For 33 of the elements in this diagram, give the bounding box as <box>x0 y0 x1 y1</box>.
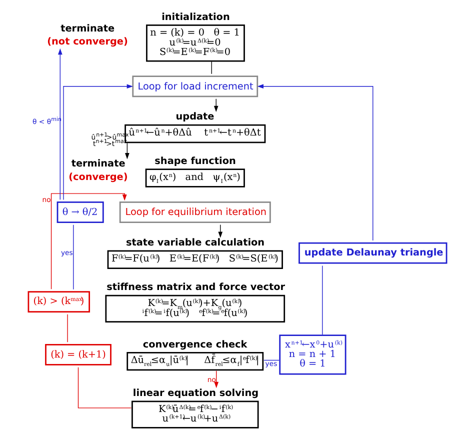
connector <box>72 224 74 290</box>
connector <box>210 61 212 74</box>
node-box: Loop for load increment <box>132 76 258 98</box>
node-label: shape function <box>154 156 236 167</box>
arrow <box>50 193 126 290</box>
node-box: x$^{n+1}$←x$^{0}$+u$^{(k)}$ n = n + 1 θ = 1 <box>278 334 346 375</box>
node-box: F$^{(k)}$=F(u$^{(k)}$) E$^{(k)}$=E(F$^{(k)}$) S$^{(k)}$=S(E$^{(k)}$) <box>106 250 282 269</box>
node-label: convergence check <box>142 339 247 350</box>
node-box: n = (k) = 0 θ = 1 u$^{(k)}$=u$^{Δ(k)}$=0 S$^{(k)}$=E$^{(k)}$=F$^{(k)}$=0 <box>146 24 244 62</box>
node-box: (k) = (k+1) <box>44 344 111 366</box>
node-box: update Delaunay triangle <box>298 242 447 264</box>
node-box: K$^{(k)}$=K$_{m}$(u$^{(k)}$)+K$_{g}$(u$^{(k)}$) $^{i}$f$^{(k)}$=$^{i}$f(u$^{(k)}$) $^{e}$f$^{(k)}$=$^{e}$f(u$^{(k)}$) <box>104 294 285 323</box>
node-label: state variable calculation <box>125 238 264 249</box>
node-box: K$^{(k)}$ū$^{Δ(k)}$=$^{e}$f$^{(k)}$−$^{i}$f$^{(k)}$ u$^{(k+1)}$←u$^{(k)}$+u$^{Δ(k)}$ <box>131 400 258 428</box>
node-text: terminate (converge) <box>68 158 128 183</box>
node-box: φ$_{I}$(x$^{n}$) and ψ$_{I}$(x$^{n}$) <box>144 168 244 188</box>
node-box: (k) > (k$^{max}$) <box>27 291 90 313</box>
arrow <box>62 84 133 200</box>
arrow <box>214 370 218 388</box>
arrow <box>124 142 129 160</box>
arrow <box>256 84 373 241</box>
node-box: θ → θ/2 <box>56 202 104 223</box>
node-label: linear equation solving <box>132 388 258 399</box>
connector <box>66 314 68 343</box>
connector <box>77 366 132 408</box>
connector <box>263 360 279 361</box>
node-label: update <box>175 112 214 123</box>
node-box: Loop for equilibrium iteration <box>118 202 270 223</box>
node-label: stiffness matrix and force vector <box>106 282 285 294</box>
node-box: Δū$_{rel}$≤α$_{u}$|ū$^{(k)}$| Δf̄$_{rel}$≤α$_{f}$|$^{e}$f$^{(k)}$| <box>126 352 264 371</box>
arrow <box>57 48 62 200</box>
node-text: terminate (not converge) <box>46 24 128 48</box>
node-label: initialization <box>161 12 230 23</box>
